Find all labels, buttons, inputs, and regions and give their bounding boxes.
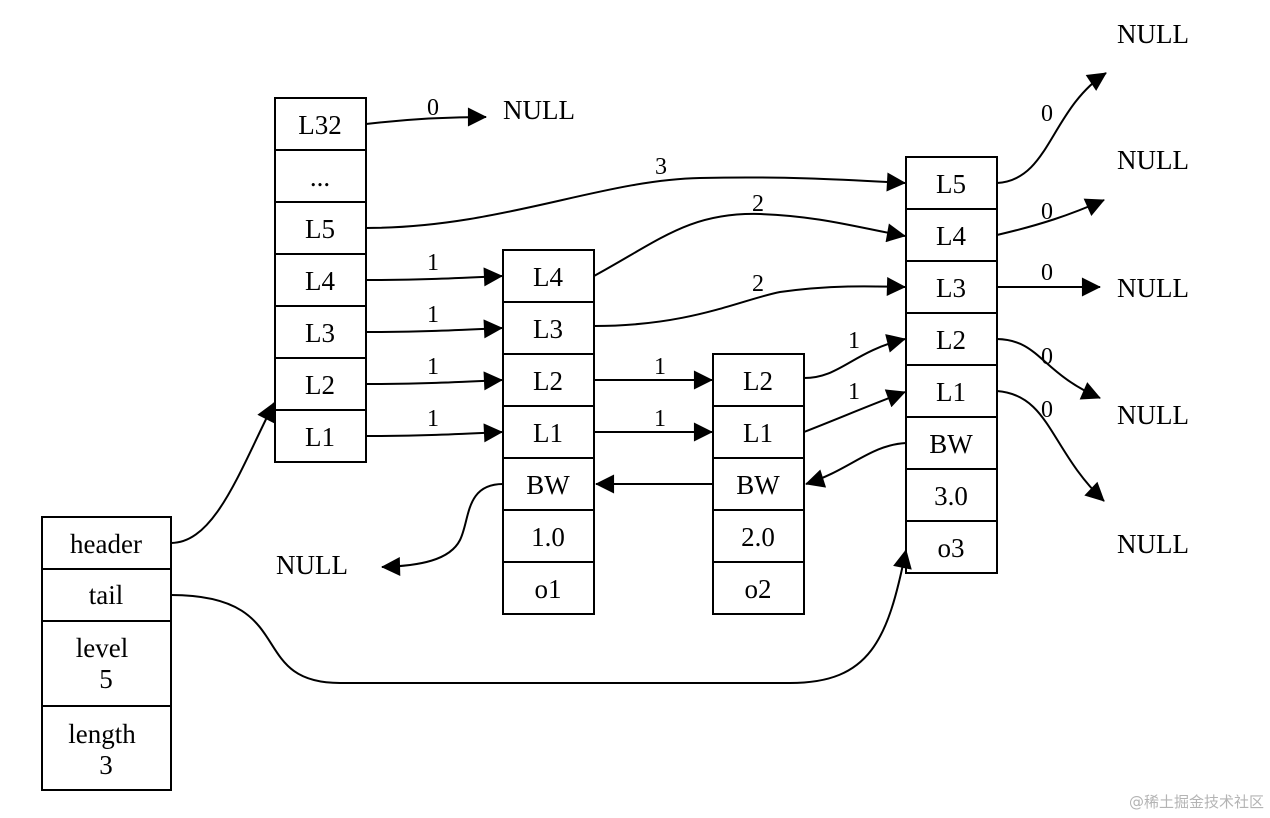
header-level-L32: L32 (298, 110, 342, 140)
null-o3-L1: NULL (1117, 529, 1189, 559)
o3-level-L4: L4 (936, 221, 966, 251)
null-o3-L4: NULL (1117, 145, 1189, 175)
span-o2-L1: 1 (848, 379, 860, 405)
length-field-value: 3 (99, 750, 113, 780)
span-header-L4: 1 (427, 250, 439, 276)
header-level-L1: L1 (305, 422, 335, 452)
null-labels: NULL NULL NULL NULL NULL NULL NULL (276, 19, 1189, 580)
span-o3-L1: 0 (1041, 397, 1053, 423)
edge-o3-L2 (996, 338, 1101, 400)
header-field-label: header (70, 529, 142, 559)
header-node: L32 ... L5 L4 L3 L2 L1 (274, 97, 367, 463)
node-o1: L4 L3 L2 L1 BW 1.0 o1 (502, 249, 595, 615)
o3-level-L5: L5 (936, 169, 966, 199)
o3-score: 3.0 (934, 481, 968, 511)
span-labels: 0 3 1 1 1 1 2 2 1 1 1 1 0 0 0 0 0 (427, 95, 1053, 432)
o1-level-L2: L2 (533, 366, 563, 396)
o2-level-L2: L2 (743, 366, 773, 396)
o2-level-L1: L1 (743, 418, 773, 448)
zskiplist-frame (41, 516, 172, 791)
span-o3-L2: 0 (1041, 344, 1053, 370)
o3-level-L2: L2 (936, 325, 966, 355)
o3-obj: o3 (938, 533, 965, 563)
span-header-L1: 1 (427, 406, 439, 432)
o1-level-L1: L1 (533, 418, 563, 448)
header-level-L3: L3 (305, 318, 335, 348)
o1-backward: BW (526, 470, 570, 500)
edge-header-L3 (365, 319, 503, 339)
span-o3-L5: 0 (1041, 101, 1053, 127)
header-level-L2: L2 (305, 370, 335, 400)
edge-header-L1 (365, 423, 503, 443)
tail-field-label: tail (89, 580, 124, 610)
span-o1-L1: 1 (654, 406, 666, 432)
zskiplist-struct: header tail level 5 length 3 (41, 516, 172, 791)
edge-o2-L2 (803, 334, 906, 379)
o2-backward: BW (736, 470, 780, 500)
node-o1-frame (502, 249, 595, 615)
node-o2-frame (712, 353, 805, 615)
edge-o1-BW (381, 483, 504, 577)
span-header-L5: 3 (655, 154, 667, 180)
node-o3: L5 L4 L3 L2 L1 BW 3.0 o3 (905, 156, 998, 574)
span-o2-L2: 1 (848, 328, 860, 354)
o3-level-L3: L3 (936, 273, 966, 303)
span-o1-L3: 2 (752, 271, 764, 297)
span-header-L3: 1 (427, 302, 439, 328)
edge-header-L2 (365, 371, 503, 391)
header-level-ellipsis: ... (310, 162, 330, 192)
node-o2: L2 L1 BW 2.0 o2 (712, 353, 805, 615)
edge-o3-L5 (996, 72, 1107, 184)
span-o3-L4: 0 (1041, 199, 1053, 225)
o2-obj: o2 (745, 574, 772, 604)
edge-o1-L4 (593, 212, 906, 277)
edge-o2-L1 (803, 389, 906, 433)
edge-o3-L4 (996, 198, 1105, 236)
edge-header-L32 (365, 107, 487, 127)
watermark: @稀土掘金技术社区 (1129, 793, 1264, 811)
o3-level-L1: L1 (936, 377, 966, 407)
o1-score: 1.0 (531, 522, 565, 552)
level-field-label: level (76, 633, 128, 663)
o1-obj: o1 (535, 574, 562, 604)
level-field-value: 5 (99, 664, 113, 694)
edge-header-ptr (170, 402, 275, 544)
span-o1-L2: 1 (654, 354, 666, 380)
edge-o3-L1 (996, 390, 1105, 502)
pointer-edges (170, 72, 1107, 684)
span-o1-L4: 2 (752, 191, 764, 217)
o1-level-L4: L4 (533, 262, 563, 292)
span-header-L32: 0 (427, 95, 439, 121)
o3-backward: BW (929, 429, 973, 459)
null-o1-backward: NULL (276, 550, 348, 580)
edge-tail-ptr (170, 549, 912, 684)
span-o3-L3: 0 (1041, 260, 1053, 286)
null-header-L32: NULL (503, 95, 575, 125)
null-top: NULL (1117, 19, 1189, 49)
null-o3-L3: NULL (1117, 273, 1189, 303)
edge-header-L4 (365, 267, 503, 287)
span-header-L2: 1 (427, 354, 439, 380)
header-node-frame (274, 97, 367, 463)
edge-o1-L3 (593, 276, 906, 327)
header-level-L5: L5 (305, 214, 335, 244)
header-level-L4: L4 (305, 266, 335, 296)
null-o3-L2: NULL (1117, 400, 1189, 430)
length-field-label: length (68, 719, 136, 749)
o2-score: 2.0 (741, 522, 775, 552)
o1-level-L3: L3 (533, 314, 563, 344)
edge-o3-BW (805, 442, 907, 488)
edge-header-L5 (365, 172, 906, 229)
